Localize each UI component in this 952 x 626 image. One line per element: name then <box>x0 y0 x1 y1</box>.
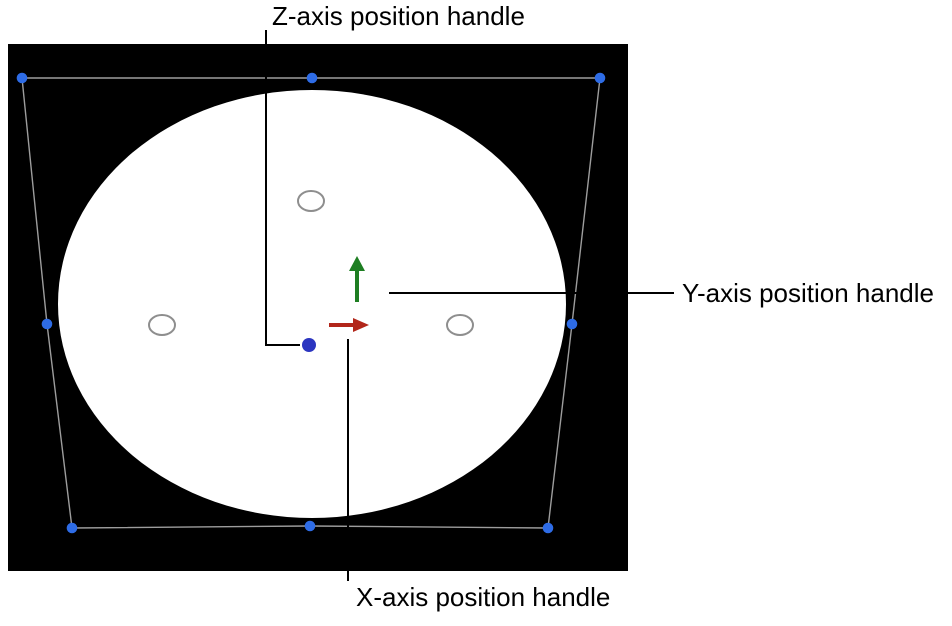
z-axis-callout-line <box>265 30 300 346</box>
shape-object[interactable] <box>58 90 566 518</box>
selection-handle-bottom-left[interactable] <box>66 522 78 534</box>
selection-handle-top-left[interactable] <box>16 72 28 84</box>
shape-hole-top <box>297 190 325 212</box>
selection-handle-top-center[interactable] <box>306 72 318 84</box>
x-axis-label: X-axis position handle <box>356 582 611 612</box>
y-axis-position-handle[interactable] <box>349 256 365 302</box>
selection-handle-middle-left[interactable] <box>41 318 53 330</box>
selection-handle-bottom-right[interactable] <box>542 522 554 534</box>
y-axis-label: Y-axis position handle <box>682 278 934 308</box>
z-axis-label: Z-axis position handle <box>272 1 525 31</box>
shape-hole-right <box>446 314 474 336</box>
x-axis-position-handle[interactable] <box>329 318 369 332</box>
shape-hole-left <box>148 314 176 336</box>
selection-handle-top-right[interactable] <box>594 72 606 84</box>
selection-handle-middle-right[interactable] <box>566 318 578 330</box>
z-axis-position-handle[interactable] <box>302 338 316 352</box>
selection-handle-bottom-center[interactable] <box>304 520 316 532</box>
